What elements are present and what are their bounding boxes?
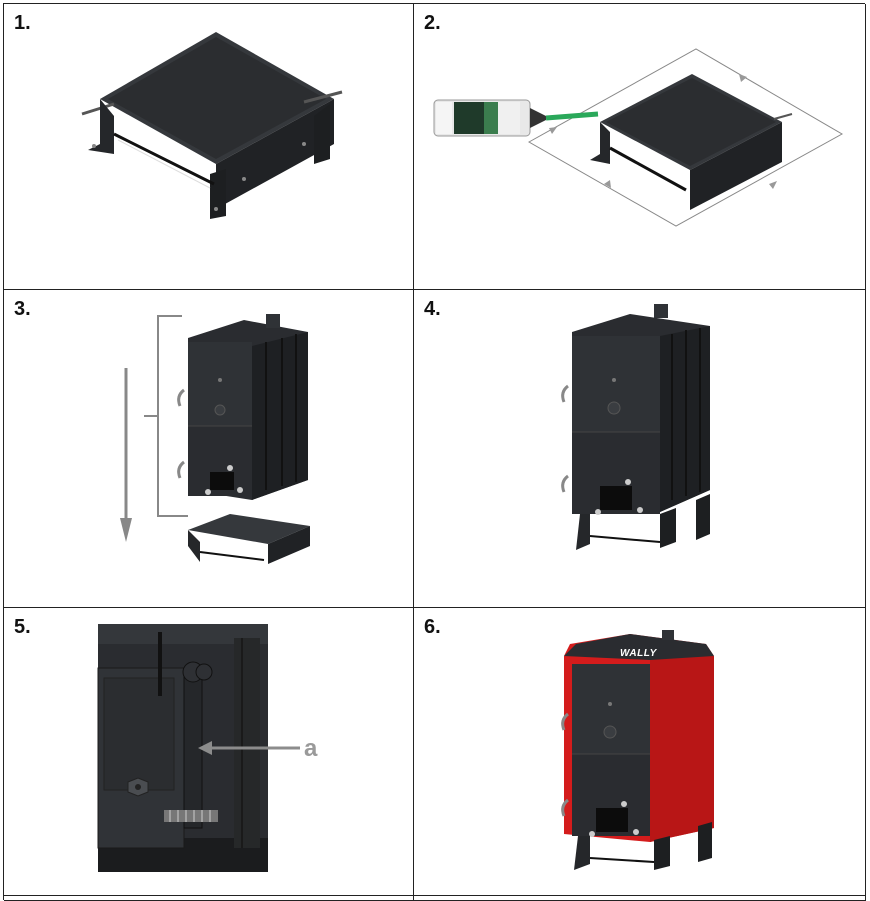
callout-label: a — [304, 735, 318, 762]
boiler-on-frame-illustration — [561, 304, 710, 550]
step-2-cell: 2. — [414, 4, 866, 290]
step-4-cell: 4. — [414, 290, 866, 608]
step-1-number: 1. — [14, 12, 31, 34]
step-2-number: 2. — [424, 12, 441, 34]
step-1-cell: 1. — [4, 4, 414, 290]
step-5-number: 5. — [14, 616, 31, 638]
seal-arrow-1 — [739, 74, 747, 82]
boiler-lowering-illustration — [120, 314, 310, 564]
step-5-cell: 5. — [4, 608, 414, 896]
base-frame-illustration — [81, 32, 343, 219]
bracket-line — [157, 315, 188, 517]
next-row-cell-left — [4, 896, 414, 901]
next-row-cell-right — [414, 896, 866, 901]
seal-arrow-4 — [549, 127, 557, 134]
finished-boiler-illustration: WALLY — [561, 630, 714, 870]
door-hinge-closeup-illustration: a — [97, 624, 318, 872]
spring-icon — [164, 810, 218, 822]
instruction-grid: 1. 2. — [3, 3, 866, 901]
seal-arrow-3 — [604, 180, 611, 188]
seal-arrow-2 — [769, 181, 777, 189]
sealant-tube-icon — [433, 99, 599, 137]
sealant-application-illustration — [433, 48, 844, 227]
step-6-number: 6. — [424, 616, 441, 638]
step-4-number: 4. — [424, 298, 441, 320]
step-3-number: 3. — [14, 298, 31, 320]
step-3-cell: 3. — [4, 290, 414, 608]
step-6-cell: 6. WALLY — [414, 608, 866, 896]
brand-label: WALLY — [620, 648, 658, 659]
